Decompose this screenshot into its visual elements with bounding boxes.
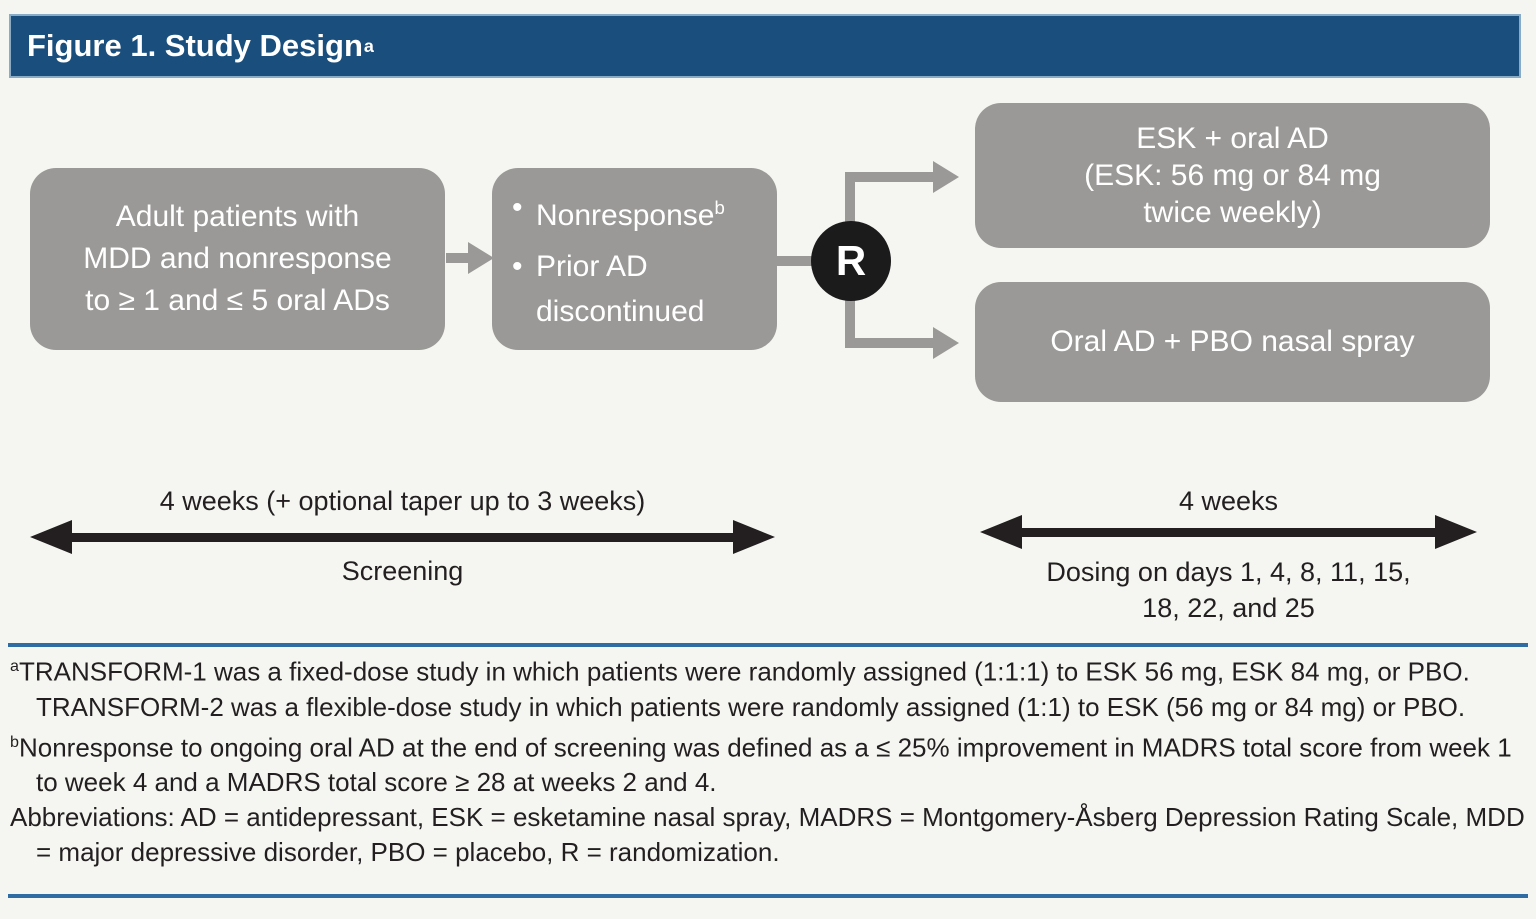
figure-footnotes: aTRANSFORM-1 was a fixed-dose study in w… <box>10 649 1526 870</box>
flow-arrow-patients-to-criteria <box>446 242 494 274</box>
esk-arm-line: twice weekly) <box>1143 196 1322 229</box>
criteria-bullet-text: Nonresponse <box>536 198 715 232</box>
randomization-branch-down <box>845 296 855 348</box>
flow-arrow-to-pbo-arm <box>845 327 959 359</box>
criteria-footnote-marker: b <box>714 196 725 218</box>
criteria-bullet-prior-ad: • Prior AD discontinued <box>512 248 777 330</box>
screening-phase-label: Screening <box>341 556 464 586</box>
figure-title-footnote-marker: a <box>363 35 374 56</box>
figure-title: Figure 1. Study Design <box>27 28 363 63</box>
bullet-icon: • <box>512 190 523 224</box>
arrow-shaft <box>1022 527 1435 537</box>
arrow-shaft <box>845 338 933 348</box>
footnote-b: bNonresponse to ongoing oral AD at the e… <box>10 725 1526 801</box>
dosing-schedule-line: 18, 22, and 25 <box>1142 593 1315 623</box>
arrow-head-right-icon <box>1435 515 1477 549</box>
divider-rule-bottom <box>8 894 1528 898</box>
arrow-head-right-icon <box>733 520 775 554</box>
arrow-head-icon <box>933 161 959 193</box>
patients-box-line: MDD and nonresponse <box>83 242 392 275</box>
arrow-shaft <box>72 532 733 542</box>
footnote-b-text: Nonresponse to ongoing oral AD at the en… <box>18 732 1512 798</box>
esk-arm-line: (ESK: 56 mg or 84 mg <box>1084 159 1381 192</box>
screening-duration-label: 4 weeks (+ optional taper up to 3 weeks) <box>159 486 646 516</box>
divider-rule-top <box>8 643 1528 647</box>
randomization-node: R <box>811 221 891 301</box>
arrow-head-icon <box>468 242 494 274</box>
dosing-schedule-label: Dosing on days 1, 4, 8, 11, 15, 18, 22, … <box>980 554 1477 626</box>
arrow-shaft <box>845 172 933 182</box>
pbo-arm-line: Oral AD + PBO nasal spray <box>1050 325 1415 358</box>
footnote-a-marker: a <box>10 657 19 675</box>
criteria-box: • Nonresponseb • Prior AD discontinued <box>492 168 777 350</box>
connector-criteria-to-randomization <box>777 256 815 266</box>
arrow-head-left-icon <box>30 520 72 554</box>
patients-box-line: to ≥ 1 and ≤ 5 oral ADs <box>85 284 390 317</box>
flow-arrow-to-esk-arm <box>845 161 959 193</box>
arrow-shaft <box>446 253 468 263</box>
criteria-bullet-nonresponse: • Nonresponseb <box>512 189 777 234</box>
esk-arm-line: ESK + oral AD <box>1136 122 1329 155</box>
footnote-b-marker: b <box>10 732 19 751</box>
pbo-arm-box: Oral AD + PBO nasal spray <box>975 282 1490 402</box>
criteria-bullet-text: Prior AD discontinued <box>536 249 705 328</box>
esk-arm-box: ESK + oral AD (ESK: 56 mg or 84 mg twice… <box>975 103 1490 248</box>
treatment-duration-label: 4 weeks <box>1178 486 1279 516</box>
treatment-timeline-arrow <box>980 515 1477 549</box>
patients-box-line: Adult patients with <box>115 200 360 233</box>
bullet-icon: • <box>512 249 523 283</box>
footnote-a: aTRANSFORM-1 was a fixed-dose study in w… <box>10 649 1526 725</box>
arrow-head-left-icon <box>980 515 1022 549</box>
footnote-abbreviations: Abbreviations: AD = antidepressant, ESK … <box>10 802 1525 868</box>
randomization-branch-up <box>845 172 855 227</box>
arrow-head-icon <box>933 327 959 359</box>
dosing-schedule-line: Dosing on days 1, 4, 8, 11, 15, <box>1046 557 1411 587</box>
footnote-a-text: TRANSFORM-1 was a fixed-dose study in wh… <box>18 656 1470 722</box>
screening-timeline-arrow <box>30 520 775 554</box>
patients-box: Adult patients with MDD and nonresponse … <box>30 168 445 350</box>
